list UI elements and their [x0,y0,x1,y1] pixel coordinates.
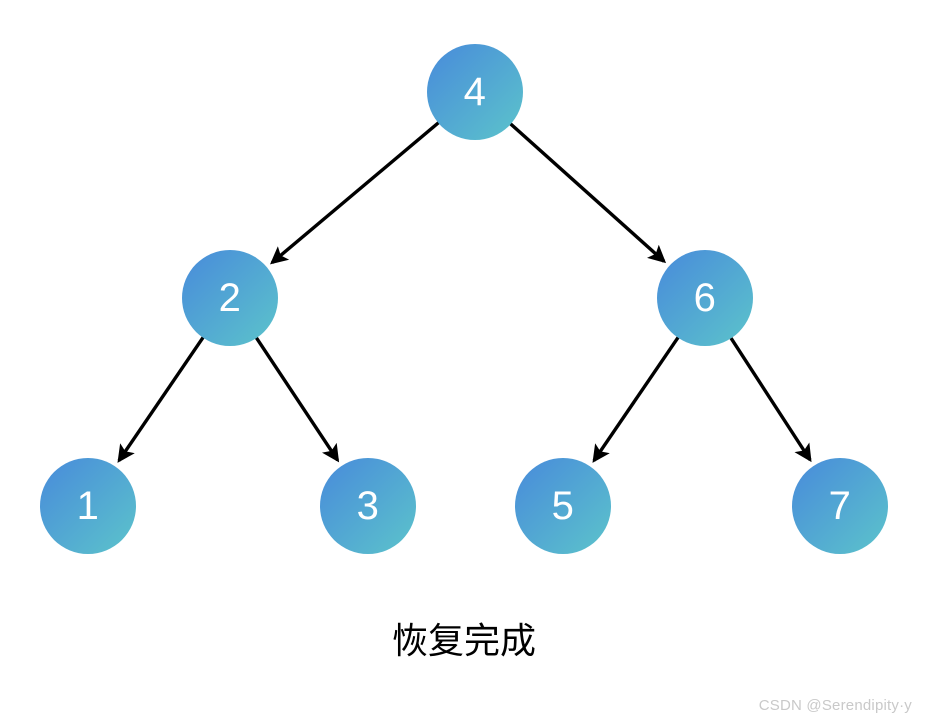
tree-node-5[interactable]: 5 [515,458,611,554]
tree-node-4[interactable]: 4 [427,44,523,140]
tree-node-label: 5 [551,484,575,528]
watermark-text: CSDN @Serendipity·y [758,697,912,714]
tree-node-6[interactable]: 6 [657,250,753,346]
tree-edge-2-to-1 [117,335,205,463]
tree-edge-6-to-7 [729,336,812,463]
tree-node-1[interactable]: 1 [40,458,136,554]
tree-node-label: 1 [76,484,100,528]
tree-node-3[interactable]: 3 [320,458,416,554]
tree-edge-6-to-5 [592,335,680,463]
tree-edge-4-to-2 [270,120,441,265]
diagram-caption: 恢复完成 [391,621,536,662]
tree-node-label: 2 [218,276,242,320]
tree-node-label: 6 [693,276,717,320]
tree-node-2[interactable]: 2 [182,250,278,346]
tree-edge-2-to-3 [254,336,340,463]
tree-edge-4-to-6 [508,122,667,264]
tree-node-label: 4 [463,70,487,114]
tree-node-label: 3 [356,484,380,528]
tree-node-7[interactable]: 7 [792,458,888,554]
tree-node-label: 7 [828,484,852,528]
